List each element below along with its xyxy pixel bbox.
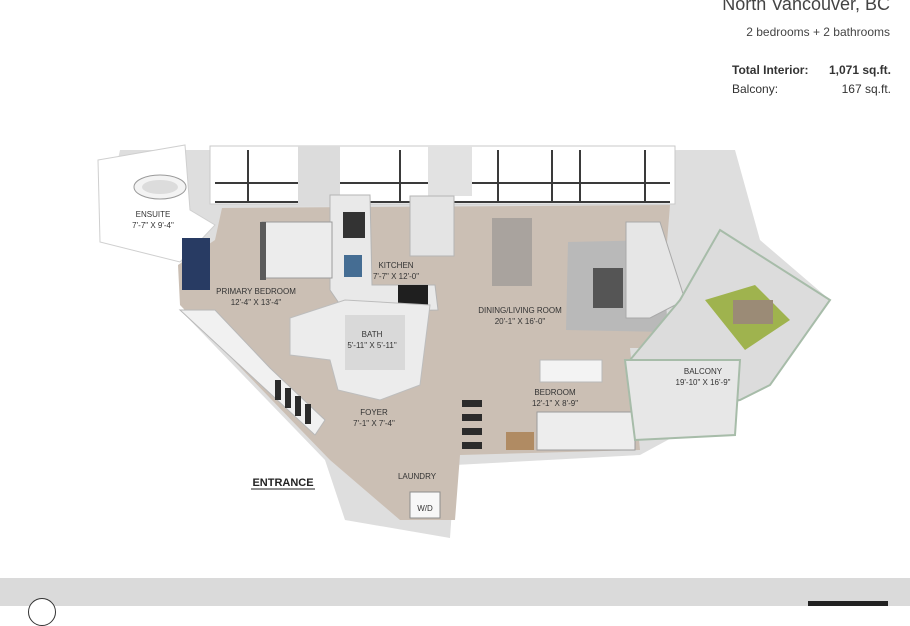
dim-balcony: 19'-10" X 16'-9" — [676, 378, 731, 387]
area-row-interior: Total Interior: 1,071 sq.ft. — [732, 61, 891, 80]
dining-table — [492, 218, 532, 286]
label-ensuite: ENSUITE — [136, 210, 171, 219]
dim-ensuite: 7'-7" X 9'-4" — [132, 221, 174, 230]
coffee-table — [593, 268, 623, 308]
header-city: North Vancouver, BC — [722, 0, 890, 14]
label-primary-bedroom: PRIMARY BEDROOM — [216, 287, 296, 296]
hangers-left — [275, 380, 311, 424]
label-wd: W/D — [417, 504, 433, 513]
dim-primary-bedroom: 12'-4" X 13'-4" — [231, 298, 282, 307]
dim-bath: 5'-11" X 5'-11" — [347, 341, 397, 350]
balcony-table — [733, 300, 773, 324]
area-table: Total Interior: 1,071 sq.ft. Balcony: 16… — [732, 61, 891, 99]
dim-kitchen: 7'-7" X 12'-0" — [373, 272, 419, 281]
column-2 — [428, 146, 472, 196]
label-kitchen: KITCHEN — [378, 261, 413, 270]
footer-bar — [0, 578, 910, 626]
bedroom-bed — [536, 411, 636, 451]
dresser — [182, 238, 210, 290]
ensuite-floor — [97, 144, 216, 263]
fridge — [343, 212, 365, 238]
area-row-balcony: Balcony: 167 sq.ft. — [732, 80, 891, 99]
dim-bedroom: 12'-1" X 8'-9" — [532, 399, 578, 408]
bath-floor — [345, 315, 405, 370]
washer-dryer — [409, 491, 441, 519]
footer-mark — [808, 601, 888, 606]
balcony-value: 167 sq.ft. — [841, 82, 891, 96]
label-entrance: ENTRANCE — [252, 477, 313, 489]
label-foyer: FOYER — [360, 408, 388, 417]
dim-foyer: 7'-1" X 7'-4" — [353, 419, 395, 428]
cooktop — [398, 285, 428, 305]
sofa — [625, 221, 686, 319]
dim-dining-living: 20'-1" X 16'-0" — [495, 317, 546, 326]
kitchen-island — [409, 195, 455, 257]
primary-headboard — [260, 222, 266, 280]
logo-icon — [28, 598, 56, 626]
floor-plan: ENSUITE 7'-7" X 9'-4" PRIMARY BEDROOM 12… — [97, 144, 832, 538]
balcony-bottom — [623, 359, 742, 442]
bedroom-nightstand — [506, 432, 534, 450]
hangers-right — [462, 400, 482, 449]
primary-bed — [261, 221, 333, 279]
sink — [344, 255, 362, 277]
label-bedroom: BEDROOM — [534, 388, 576, 397]
label-bath: BATH — [362, 330, 383, 339]
interior-label: Total Interior: — [732, 63, 809, 77]
bathtub-inner — [142, 180, 178, 194]
interior-value: 1,071 sq.ft. — [828, 63, 891, 77]
bedroom-shelf — [539, 359, 603, 383]
label-balcony: BALCONY — [684, 367, 723, 376]
label-laundry: LAUNDRY — [398, 472, 437, 481]
balcony-label: Balcony: — [732, 82, 779, 96]
label-dining-living: DINING/LIVING ROOM — [478, 306, 562, 315]
header-subtitle: 2 bedrooms + 2 bathrooms — [746, 25, 890, 39]
